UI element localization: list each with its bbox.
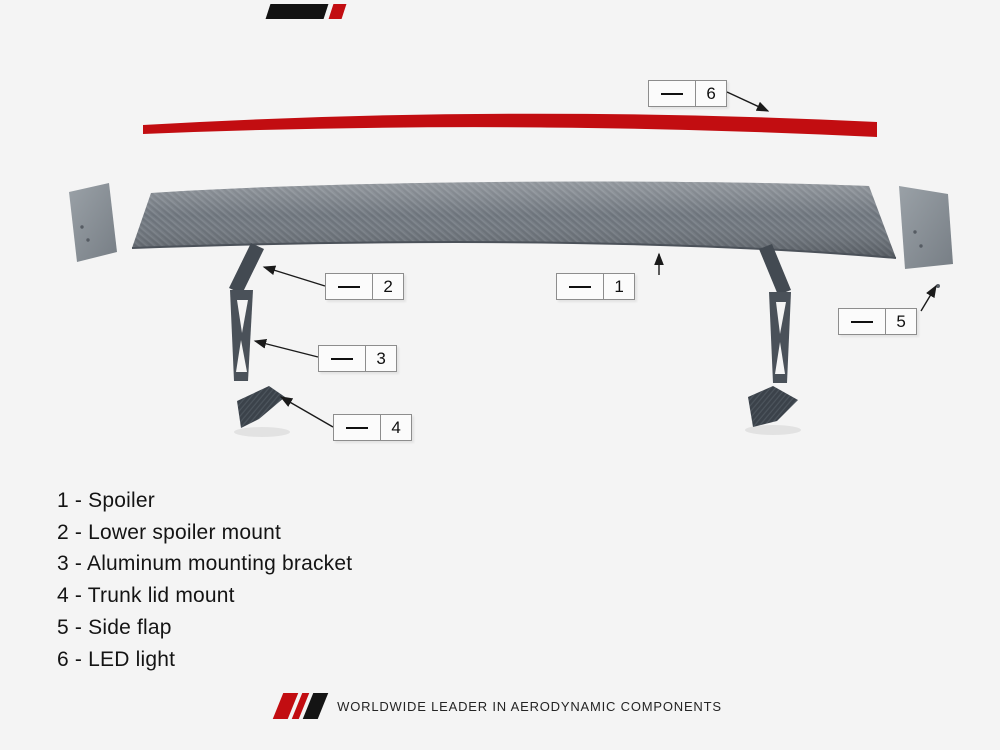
left-side-flap	[69, 183, 117, 262]
callout-number: 6	[706, 83, 716, 103]
leader-dash-icon	[557, 274, 605, 299]
callout-side-flap: 5	[838, 308, 917, 335]
legend-item-trunk-lid-mount: 4 - Trunk lid mount	[57, 584, 235, 608]
callout-arrow-lower-mount	[262, 265, 326, 287]
right-bracket-cutout	[775, 342, 785, 374]
leader-dash-icon	[319, 346, 367, 371]
legend-item-side-flap: 5 - Side flap	[57, 615, 172, 639]
left-lower-spoiler-mount	[229, 243, 264, 294]
right-bracket-cutout	[776, 302, 786, 334]
parts-legend: 1 - Spoiler 2 - Lower spoiler mount 3 - …	[57, 485, 352, 675]
right-trunk-lid-mount	[748, 386, 798, 427]
callout-number: 4	[391, 417, 401, 437]
right-mounting-bracket	[769, 292, 791, 383]
left-mounting-bracket	[230, 290, 253, 381]
right-shadow	[745, 425, 801, 435]
footer-brand-logo-icon	[272, 692, 329, 720]
right-flap-screw	[936, 284, 940, 288]
callout-number: 2	[383, 276, 393, 296]
left-bracket-cutout	[237, 300, 248, 333]
left-flap-hole	[86, 238, 90, 242]
callout-arrow-led-light	[726, 91, 770, 112]
callout-arrow-bracket	[253, 339, 319, 358]
leader-dash-icon	[839, 309, 887, 334]
legend-item-lower-spoiler-mount: 2 - Lower spoiler mount	[57, 520, 282, 544]
right-lower-spoiler-mount	[759, 244, 791, 295]
left-trunk-lid-mount	[237, 386, 285, 428]
leader-dash-icon	[326, 274, 374, 299]
callout-arrow-side-flap	[920, 284, 937, 312]
right-flap-hole	[919, 244, 923, 248]
right-side-flap	[899, 186, 953, 269]
callout-number: 3	[376, 348, 386, 368]
legend-item-aluminum-bracket: 3 - Aluminum mounting bracket	[57, 552, 353, 576]
spoiler-wing-edge	[131, 241, 897, 259]
footer-tagline: WORLDWIDE LEADER IN AERODYNAMIC COMPONEN…	[337, 698, 722, 714]
led-light-strip	[143, 113, 877, 137]
leader-dash-icon	[334, 415, 382, 440]
leader-dash-icon	[649, 81, 697, 106]
left-flap-hole	[80, 225, 84, 229]
legend-item-led-light: 6 - LED light	[57, 647, 176, 671]
callout-spoiler: 1	[556, 273, 635, 300]
callout-arrow-trunk-mount	[279, 396, 334, 428]
footer: WORLDWIDE LEADER IN AERODYNAMIC COMPONEN…	[0, 688, 1000, 724]
spoiler-wing-sheen	[132, 181, 896, 258]
callout-led-light: 6	[648, 80, 727, 107]
right-flap-hole	[913, 230, 917, 234]
callout-lower-spoiler-mount: 2	[325, 273, 404, 300]
callout-number: 5	[896, 311, 906, 331]
callout-trunk-lid-mount: 4	[333, 414, 412, 441]
callout-number: 1	[614, 276, 624, 296]
callout-aluminum-bracket: 3	[318, 345, 397, 372]
left-bracket-cutout	[236, 340, 247, 372]
legend-item-spoiler: 1 - Spoiler	[57, 489, 155, 512]
left-shadow	[234, 427, 290, 437]
